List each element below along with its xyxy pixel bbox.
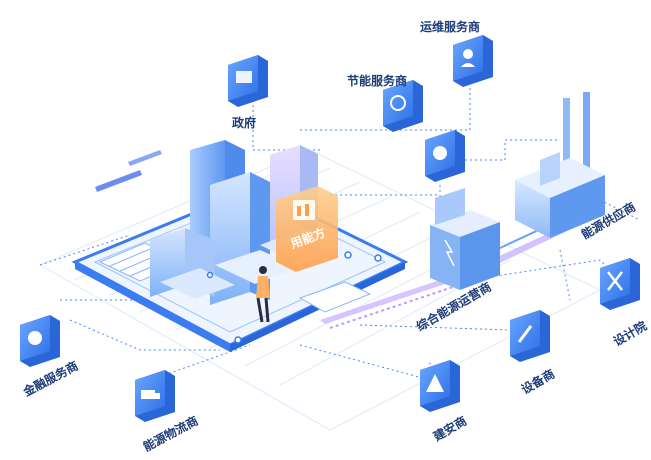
- factory-building: [515, 92, 605, 238]
- label-energy-saving: 节能服务商: [347, 74, 408, 88]
- label-government: 政府: [232, 116, 257, 130]
- floating-tags: [95, 150, 162, 192]
- label-om-service: 运维服务商: [420, 20, 481, 34]
- person-figure: [256, 266, 270, 323]
- icon-boxes: [20, 35, 640, 422]
- substation-building: [430, 188, 500, 290]
- platform-nodes: [206, 251, 382, 344]
- user-badge-shape: [276, 186, 338, 272]
